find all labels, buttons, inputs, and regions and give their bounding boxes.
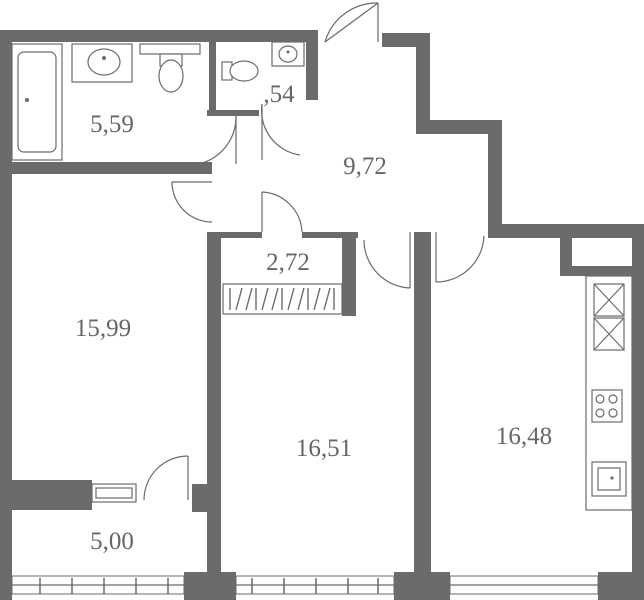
room-area-kitchen: 16,48 [496, 423, 552, 450]
room-area-bedroom: 15,99 [75, 315, 131, 342]
wc-toilet-icon [221, 60, 259, 82]
storage-rack-icon [222, 283, 343, 315]
radiator-icon [91, 483, 137, 503]
room-area-bathroom: 5,59 [90, 111, 134, 138]
walls [0, 30, 644, 600]
room-area-hall: 9,72 [343, 153, 387, 180]
room-area-living-room: 16,51 [296, 435, 352, 462]
wc-sink-icon [271, 41, 305, 67]
bathtub-icon [11, 43, 63, 161]
room-area-wc: ,54 [263, 81, 295, 108]
toilet-icon [139, 43, 201, 93]
room-labels: 5,59 ,54 9,72 2,72 15,99 5,00 16,51 16,4… [75, 81, 552, 555]
stove-icon [591, 389, 623, 423]
room-area-storage: 2,72 [266, 249, 310, 276]
doors [143, 2, 485, 501]
kitchen-sink-icon [591, 461, 627, 497]
sink-icon [71, 43, 133, 83]
cabinet-icon [593, 283, 625, 351]
windows [11, 575, 599, 595]
room-area-loggia: 5,00 [90, 528, 134, 555]
